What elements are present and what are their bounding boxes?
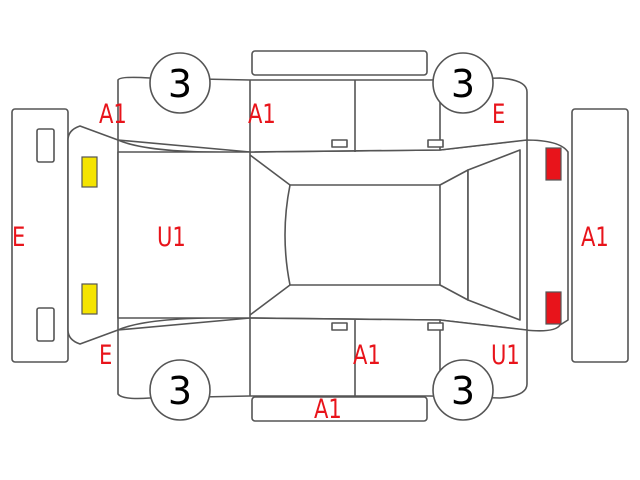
- left-roof-rail: [251, 50, 428, 76]
- headlight-right: [81, 283, 98, 315]
- wheel-rear-right: 3: [432, 359, 494, 421]
- wheel-rear-left: 3: [432, 52, 494, 114]
- door-handle: [427, 322, 444, 331]
- door-handle: [331, 322, 348, 331]
- right-roof-rail: [251, 396, 428, 422]
- door-handle: [427, 139, 444, 148]
- hood-panel: [117, 151, 251, 319]
- label-rear-bumper: A1: [581, 222, 609, 253]
- roof: [284, 184, 444, 286]
- label-front-right-fender: E: [99, 340, 113, 371]
- rear-window: [439, 169, 469, 301]
- label-right-rocker: A1: [314, 394, 342, 425]
- trunk: [467, 149, 521, 321]
- svg-text:3: 3: [168, 62, 192, 106]
- label-front-left-fender: A1: [99, 99, 127, 130]
- right-side-panel: [117, 317, 528, 400]
- label-front-bumper: E: [12, 222, 26, 253]
- label-right-door: A1: [353, 340, 381, 371]
- rear-bumper-panel: [571, 108, 629, 363]
- headlight-left: [81, 156, 98, 188]
- svg-text:3: 3: [451, 369, 475, 413]
- front-bumper-slot: [36, 128, 55, 163]
- taillight-left: [545, 147, 562, 181]
- label-hood: U1: [157, 222, 186, 253]
- label-front-left-door: A1: [248, 99, 276, 130]
- svg-text:3: 3: [451, 62, 475, 106]
- label-rear-left-quarter: E: [492, 99, 506, 130]
- wheel-front-right: 3: [149, 359, 211, 421]
- wheel-front-left: 3: [149, 52, 211, 114]
- left-side-panel: [117, 76, 528, 153]
- taillight-right: [545, 291, 562, 325]
- svg-text:3: 3: [168, 369, 192, 413]
- door-handle: [331, 139, 348, 148]
- label-rear-right-quarter: U1: [491, 340, 520, 371]
- front-bumper-slot: [36, 307, 55, 342]
